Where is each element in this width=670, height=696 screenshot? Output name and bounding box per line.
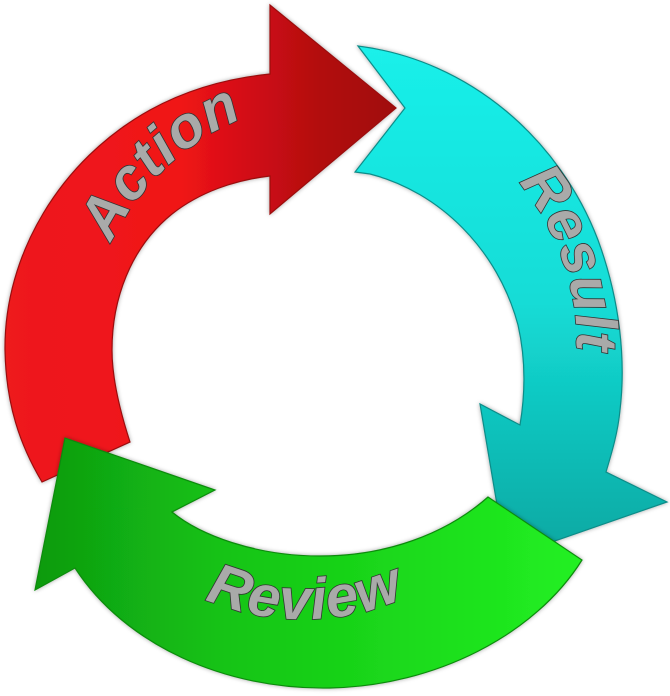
stage-result xyxy=(353,45,669,559)
result-arrow xyxy=(353,45,669,559)
review-arrow xyxy=(34,437,583,689)
stage-review xyxy=(34,437,583,689)
action-arrow xyxy=(4,3,397,483)
stage-action xyxy=(4,3,397,483)
